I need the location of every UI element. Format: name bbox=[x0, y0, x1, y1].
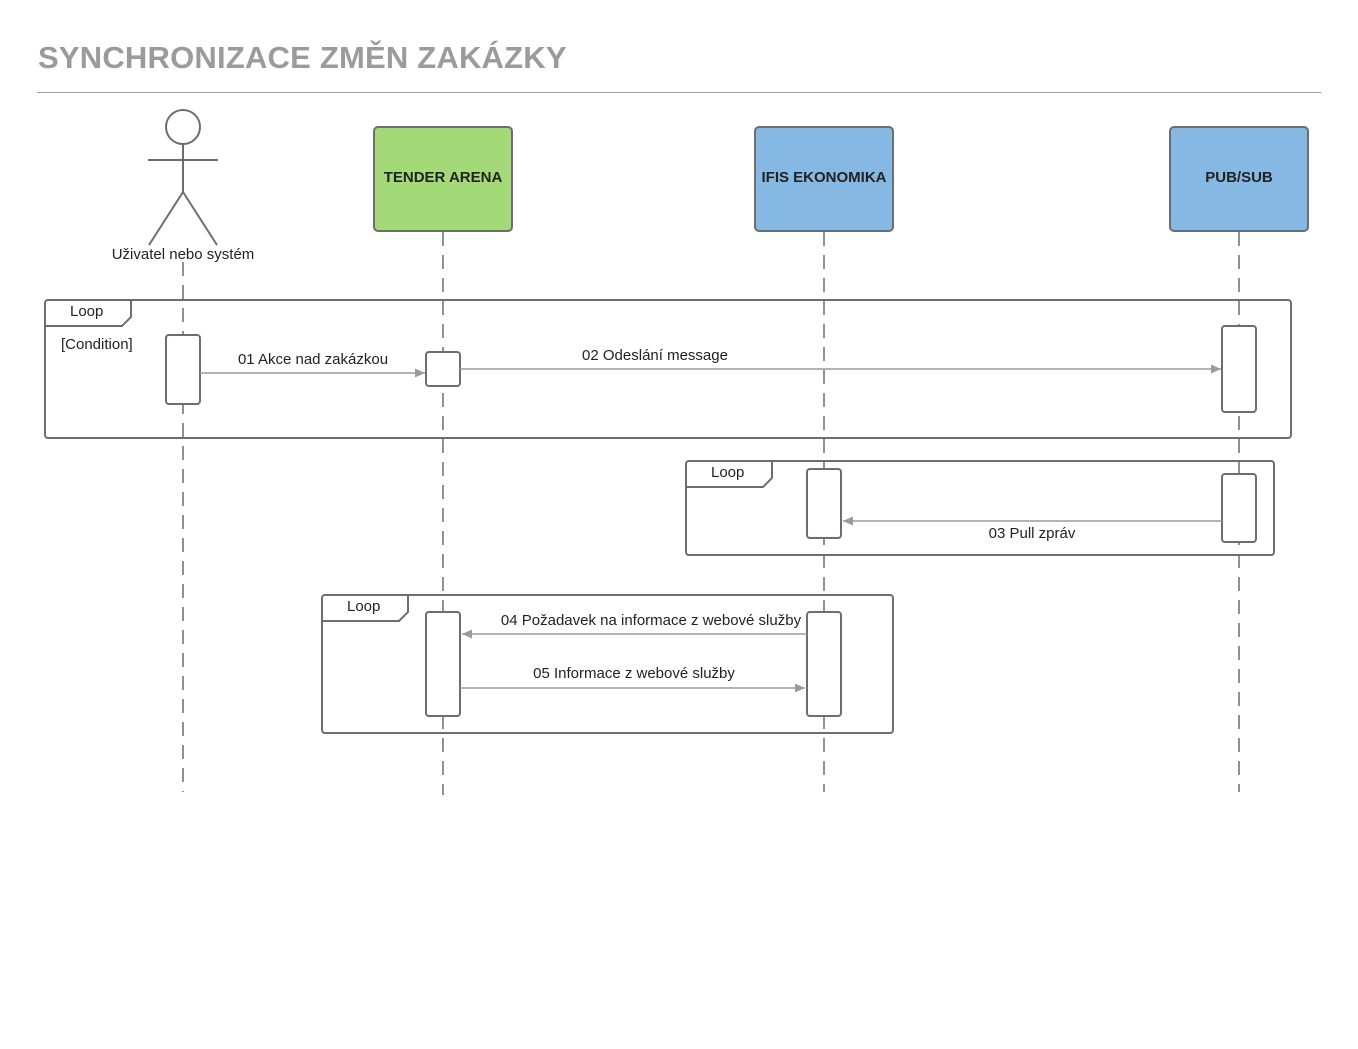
frame-label: Loop bbox=[347, 598, 380, 615]
actor-head bbox=[165, 109, 201, 145]
message-03[interactable]: 03 Pull zpráv bbox=[843, 516, 1222, 542]
participant-label: TENDER ARENA bbox=[384, 169, 503, 186]
message-04[interactable]: 04 Požadavek na informace z webové služb… bbox=[462, 612, 807, 639]
page-title: SYNCHRONIZACE ZMĚN ZAKÁZKY bbox=[38, 40, 567, 75]
activation-bar-pubsub bbox=[1221, 473, 1257, 543]
loop-frame-1[interactable]: Loop [Condition] bbox=[44, 299, 1292, 439]
message-05[interactable]: 05 Informace z webové služby bbox=[460, 665, 805, 693]
participant-label: IFIS EKONOMIKA bbox=[761, 169, 886, 186]
participant-box bbox=[1169, 126, 1309, 232]
message-label: 03 Pull zpráv bbox=[989, 525, 1076, 542]
participant-ifis-ekonomika[interactable]: IFIS EKONOMIKA bbox=[754, 126, 894, 232]
actor-left-leg bbox=[148, 191, 184, 246]
activation-bar-tender-arena bbox=[425, 611, 461, 717]
activation-bar-ifis-ekonomika bbox=[806, 468, 842, 539]
frame-tab bbox=[686, 461, 773, 488]
frame-tab bbox=[45, 300, 132, 327]
activation-bar-pubsub bbox=[1221, 325, 1257, 413]
message-label: 02 Odeslání message bbox=[582, 347, 728, 364]
frame-condition: [Condition] bbox=[61, 336, 133, 353]
participant-box bbox=[373, 126, 513, 232]
message-02[interactable]: 02 Odeslání message bbox=[460, 347, 1221, 374]
frame-border bbox=[321, 594, 894, 734]
activation-bar-ifis-ekonomika bbox=[806, 611, 842, 717]
actor[interactable]: Uživatel nebo systém bbox=[112, 109, 255, 263]
title-divider bbox=[37, 92, 1321, 93]
actor-right-leg bbox=[182, 191, 218, 246]
participant-label: PUB/SUB bbox=[1205, 169, 1273, 186]
loop-frame-2[interactable]: Loop bbox=[685, 460, 1275, 556]
frame-label: Loop bbox=[711, 464, 744, 481]
activation-bar-actor bbox=[165, 334, 201, 405]
loop-frame-3[interactable]: Loop bbox=[321, 594, 894, 734]
frame-border bbox=[44, 299, 1292, 439]
activation-bar-tender-arena bbox=[425, 351, 461, 387]
message-label: 04 Požadavek na informace z webové služb… bbox=[501, 612, 802, 629]
frame-label: Loop bbox=[70, 303, 103, 320]
message-01[interactable]: 01 Akce nad zakázkou bbox=[200, 351, 425, 378]
actor-label: Uživatel nebo systém bbox=[112, 246, 255, 263]
participant-pubsub[interactable]: PUB/SUB bbox=[1169, 126, 1309, 232]
frame-border bbox=[685, 460, 1275, 556]
message-label: 05 Informace z webové služby bbox=[533, 665, 735, 682]
participant-tender-arena[interactable]: TENDER ARENA bbox=[373, 126, 513, 232]
participant-box bbox=[754, 126, 894, 232]
frame-tab bbox=[322, 595, 409, 622]
message-label: 01 Akce nad zakázkou bbox=[238, 351, 388, 368]
